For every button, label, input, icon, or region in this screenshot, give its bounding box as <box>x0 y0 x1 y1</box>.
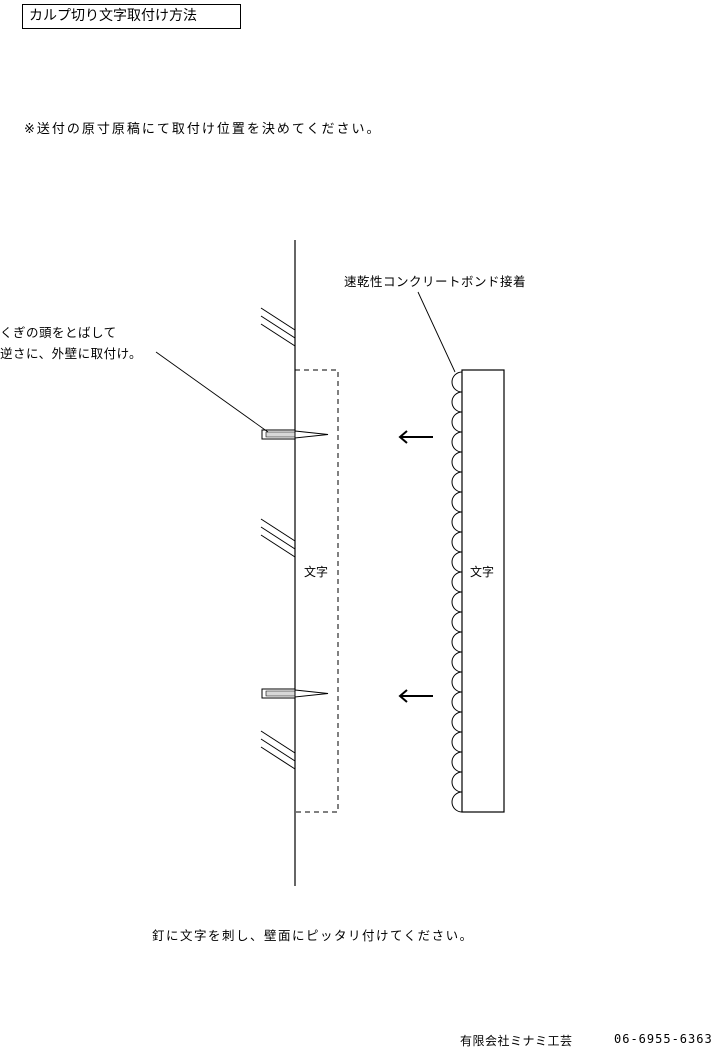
adhesive-label: 速乾性コンクリートボンド接着 <box>344 274 527 289</box>
adhesive-leader-line <box>417 291 456 373</box>
nail-instruction-line-2: 逆さに、外壁に取付け。 <box>0 346 143 361</box>
nail-instruction: くぎの頭をとばして 逆さに、外壁に取付け。 <box>0 322 142 364</box>
nail-leader-line <box>155 351 269 433</box>
nail-upper <box>261 429 329 440</box>
page-title: カルプ切り文字取付け方法 <box>22 4 241 29</box>
letter-label-mounted: 文字 <box>304 565 329 579</box>
arrow-left-lower-icon <box>398 689 433 703</box>
letter-block <box>461 369 505 813</box>
letter-label-block: 文字 <box>470 565 495 579</box>
adhesive-bumps <box>451 371 463 813</box>
wall-hatch-bottom <box>260 730 296 770</box>
nail-instruction-line-1: くぎの頭をとばして <box>0 325 117 340</box>
arrow-left-upper-icon <box>398 430 433 444</box>
bottom-instruction: 釘に文字を刺し、壁面にピッタリ付けてください。 <box>152 928 474 943</box>
nail-lower <box>261 688 329 699</box>
mounting-diagram <box>155 240 505 886</box>
wall-hatch-middle <box>260 518 296 558</box>
wall-hatch-top <box>260 307 296 347</box>
phone-number: 06-6955-6363 <box>614 1032 713 1046</box>
letter-outline-dashed <box>294 369 339 813</box>
company-name: 有限会社ミナミ工芸 <box>460 1034 573 1048</box>
placement-notice: ※送付の原寸原稿にて取付け位置を決めてください。 <box>24 122 382 137</box>
